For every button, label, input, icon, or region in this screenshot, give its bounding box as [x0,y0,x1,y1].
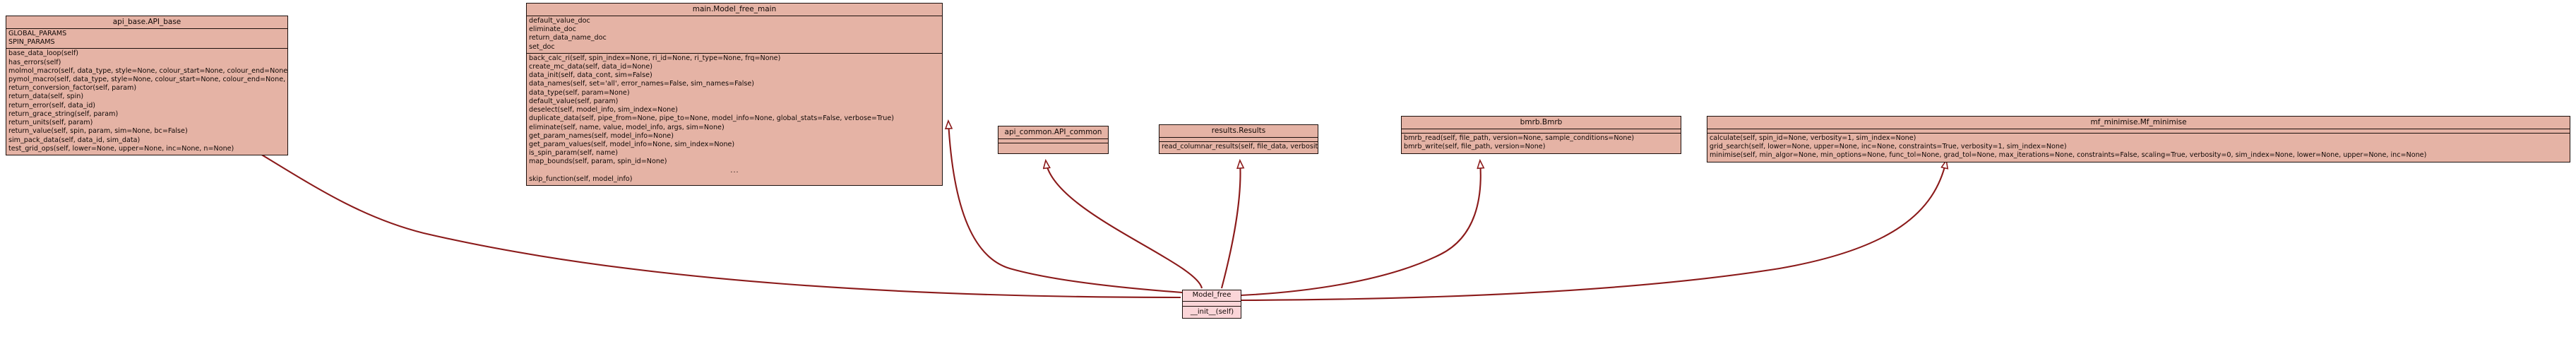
class-method: data_init(self, data_cont, sim=False) [529,71,652,80]
class-method: calculate(self, spin_id=None, verbosity=… [1710,134,1916,143]
class-method: __init__(self) [1190,307,1234,316]
attribute-compartment [1402,129,1681,134]
method-compartment: __init__(self) [1183,307,1241,318]
class-method: is_spin_param(self, name) [529,149,618,158]
class-attribute: default_value_doc [529,17,590,25]
class-method: sim_pack_data(self, data_id, sim_data) [8,136,141,144]
class-method: return_data(self, spin) [8,93,84,101]
class-method: data_names(self, set='all', error_names=… [529,80,755,88]
class-method: bmrb_write(self, file_path, version=None… [1404,143,1546,151]
method-compartment: calculate(self, spin_id=None, verbosity=… [1707,134,2570,162]
class-attribute: eliminate_doc [529,25,576,34]
attribute-compartment [998,139,1108,144]
class-method: grid_search(self, lower=None, upper=None… [1710,143,2067,151]
uml-class-mf_minimise[interactable]: mf_minimise.Mf_minimise calculate(self, s… [1707,116,2570,162]
class-method: get_param_values(self, model_info=None, … [529,140,735,148]
class-method: duplicate_data(self, pipe_from=None, pip… [529,114,895,123]
class-method: default_value(self, param) [529,97,619,105]
class-method: return_units(self, param) [8,119,93,127]
edge-model-free-to-bmrb [1240,161,1481,297]
edge-model-free-to-results [1220,161,1241,289]
method-compartment: bmrb_read(self, file_path, version=None,… [1402,134,1681,153]
class-method: data_type(self, param=None) [529,88,630,97]
attribute-compartment [1159,138,1318,143]
method-compartment [998,143,1108,153]
uml-class-model_free[interactable]: Model_free __init__(self) [1182,290,1241,319]
class-method: eliminate(self, name, value, model_info,… [529,123,724,131]
class-method: map_bounds(self, param, spin_id=None) [529,158,667,166]
class-method: return_value(self, spin, param, sim=None… [8,127,188,136]
class-method: deselect(self, model_info, sim_index=Non… [529,106,678,114]
edge-model-free-to-api-common [1046,161,1203,289]
class-method: base_data_loop(self) [8,49,78,58]
edge-model-free-to-mf-minimise [1240,161,1946,302]
class-title: api_common.API_common [998,126,1108,140]
class-method: return_error(self, data_id) [8,101,96,110]
uml-class-results[interactable]: results.Results read_columnar_results(sel… [1159,124,1318,154]
class-method: bmrb_read(self, file_path, version=None,… [1404,134,1635,143]
class-method: pymol_macro(self, data_type, style=None,… [8,76,287,84]
class-method: return_conversion_factor(self, param) [8,84,137,93]
class-attribute: SPIN_PARAMS [8,38,55,47]
class-title: Model_free [1183,290,1241,302]
class-title: api_base.API_base [6,16,287,30]
class-method: molmol_macro(self, data_type, style=None… [8,66,288,75]
class-attribute: GLOBAL_PARAMS [8,30,67,38]
method-compartment: read_columnar_results(self, file_data, v… [1159,142,1318,153]
class-method: skip_function(self, model_info) [529,175,633,183]
class-title: mf_minimise.Mf_minimise [1707,117,2570,130]
class-attribute: return_data_name_doc [529,34,607,42]
methods-truncation-ellipsis: ... [730,166,739,175]
attribute-compartment [1707,129,2570,134]
class-method: has_errors(self) [8,58,61,66]
class-title: bmrb.Bmrb [1402,117,1681,130]
class-method: minimise(self, min_algor=None, min_optio… [1710,151,2427,160]
class-method: return_grace_string(self, param) [8,110,119,118]
class-method: read_columnar_results(self, file_data, v… [1162,143,1318,151]
class-title: results.Results [1159,125,1318,138]
uml-class-api_common[interactable]: api_common.API_common [998,126,1109,154]
method-compartment: back_calc_ri(self, spin_index=None, ri_i… [527,54,942,185]
attribute-compartment [1183,302,1241,307]
class-title: main.Model_free_main [527,4,942,17]
class-attribute: set_doc [529,42,555,51]
class-method: create_mc_data(self, data_id=None) [529,63,653,71]
class-method: test_grid_ops(self, lower=None, upper=No… [8,144,234,153]
class-method: back_calc_ri(self, spin_index=None, ri_i… [529,54,781,62]
method-compartment: base_data_loop(self)has_errors(self)molm… [6,49,287,154]
class-method: get_param_names(self, model_info=None) [529,131,674,140]
uml-class-bmrb[interactable]: bmrb.Bmrb bmrb_read(self, file_path, vers… [1401,116,1681,154]
